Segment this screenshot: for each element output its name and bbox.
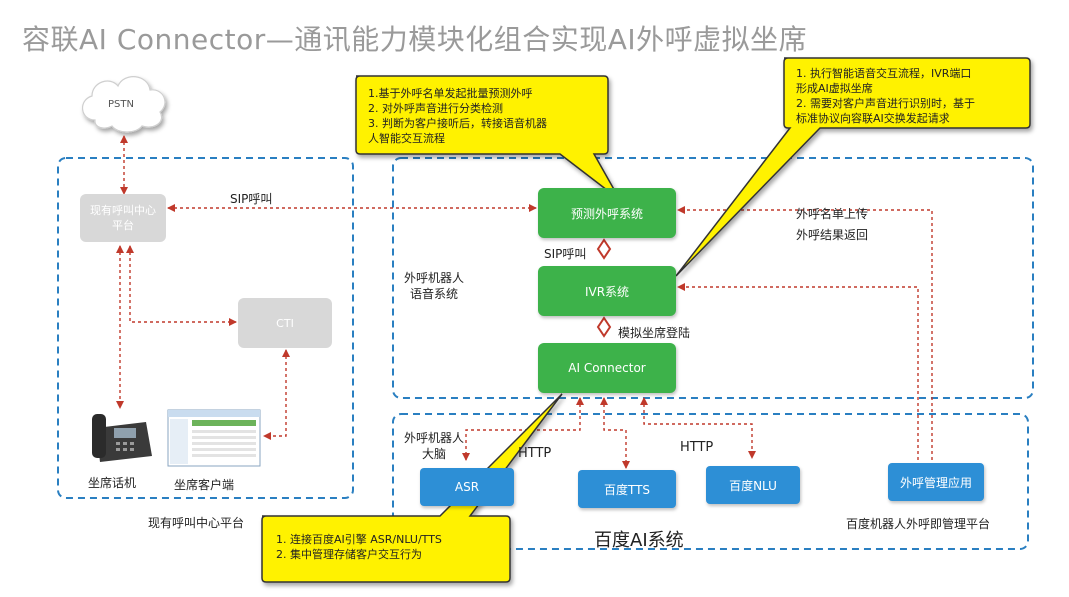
callout-top-right-text: 1. 执行智能语音交互流程，IVR端口 形成AI虚拟坐席 2. 需要对客户声音进… — [796, 67, 975, 125]
diamond-connector-ivr-connector — [596, 316, 612, 338]
robot-brain-label: 外呼机器人 大脑 — [404, 431, 465, 461]
callout-bottom-left-text: 1. 连接百度AI引擎 ASR/NLU/TTS 2. 集中管理存储客户交互行为 — [276, 533, 442, 561]
desk-phone-label: 坐席话机 — [88, 476, 137, 490]
result-return-label: 外呼结果返回 — [796, 228, 869, 242]
arrow-connector-nlu — [640, 397, 756, 459]
arrow-mgmt-ivr — [677, 283, 919, 460]
asr-box: ASR — [420, 468, 514, 506]
diamond-connector-dialer-ivr — [596, 238, 612, 260]
agent-client-label: 坐席客户端 — [174, 478, 235, 492]
tts-box: 百度TTS — [578, 470, 676, 508]
cti-box: CTI — [238, 298, 332, 348]
region-existing-call-center — [57, 157, 354, 499]
baidu-ai-system-label: 百度AI系统 — [594, 530, 684, 551]
predictive-dialer-box: 预测外呼系统 — [538, 188, 676, 238]
region-baidu-ai — [392, 413, 1029, 550]
arrow-cti-client — [263, 349, 290, 440]
http-left-label: HTTP — [518, 446, 552, 461]
arrow-connector-tts — [600, 397, 630, 469]
robot-voice-system-label: 外呼机器人 语音系统 — [404, 271, 465, 301]
ivr-box: IVR系统 — [538, 266, 676, 316]
cloud-icon — [82, 76, 166, 133]
arrow-mgmt-dialer — [677, 206, 933, 460]
pstn-label: PSTN — [108, 99, 134, 110]
sip-call-top-label: SIP呼叫 — [230, 192, 273, 206]
arrow-callcenter-cti — [126, 245, 237, 326]
ai-connector-box: AI Connector — [538, 343, 676, 393]
outbound-mgmt-app-box: 外呼管理应用 — [888, 463, 984, 501]
call-center-platform-box: 现有呼叫中心 平台 — [80, 194, 166, 242]
desk-phone-icon — [92, 414, 152, 462]
existing-platform-label: 现有呼叫中心平台 — [148, 516, 245, 530]
callout-bottom-left-shape — [261, 393, 563, 583]
baidu-robot-platform-label: 百度机器人外呼即管理平台 — [846, 517, 991, 531]
sip-call-mid-label: SIP呼叫 — [544, 247, 587, 261]
nlu-box: 百度NLU — [706, 466, 800, 504]
callout-top-middle-text: 1.基于外呼名单发起批量预测外呼 2. 对外呼声音进行分类检测 3. 判断为客户… — [368, 87, 547, 145]
http-right-label: HTTP — [680, 440, 714, 455]
callout-top-right-shape — [675, 57, 1031, 277]
page-title: 容联AI Connector—通讯能力模块化组合实现AI外呼虚拟坐席 — [22, 23, 808, 56]
agent-client-screenshot-icon — [167, 409, 261, 467]
virtual-agent-login-label: 模拟坐席登陆 — [618, 326, 691, 340]
region-robot-voice-system — [392, 157, 1034, 399]
list-upload-label: 外呼名单上传 — [796, 207, 869, 221]
